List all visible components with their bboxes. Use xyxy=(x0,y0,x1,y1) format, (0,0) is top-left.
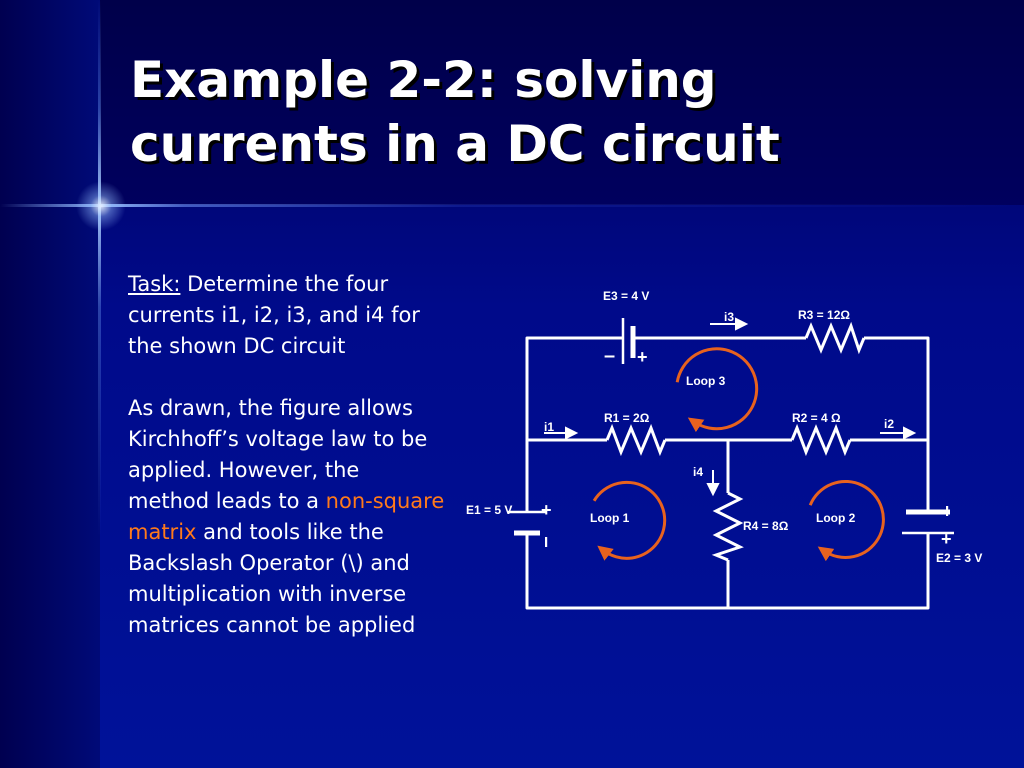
vertical-light-flare xyxy=(98,0,101,768)
light-flare-glow xyxy=(76,181,126,231)
resistor-r1 xyxy=(605,423,667,457)
circuit-labels: E3 = 4 V R3 = 12Ω i3 Loop 3 R1 = 2Ω R2 =… xyxy=(466,289,982,565)
e1-label: E1 = 5 V xyxy=(466,503,512,517)
task-label: Task: xyxy=(128,272,181,296)
i1-label: i1 xyxy=(544,420,554,434)
loop-3-arrow xyxy=(675,347,759,433)
e1-minus-bar: I xyxy=(544,534,548,551)
circuit-wires xyxy=(525,336,930,610)
loop-2-arrow xyxy=(808,479,885,562)
polarity-marks: – + + I I + xyxy=(541,345,952,551)
e2-plus-sign: + xyxy=(941,529,952,549)
wire-top-right xyxy=(864,336,930,440)
loop-3-label: Loop 3 xyxy=(686,374,726,388)
i4-arrow-head xyxy=(706,483,720,497)
i2-label: i2 xyxy=(884,417,894,431)
e3-plus-sign: + xyxy=(637,347,648,367)
e3-minus-sign: – xyxy=(604,345,615,367)
battery-e1 xyxy=(508,510,546,536)
e1-plus-sign: + xyxy=(541,500,552,520)
loop-1-arrow xyxy=(592,480,667,561)
battery-e2 xyxy=(902,509,954,535)
task-text: Determine the four currents i1, i2, i3, … xyxy=(128,272,420,358)
title-line-1: Example 2-2: solving xyxy=(130,51,717,109)
resistors xyxy=(605,321,866,562)
r2-label: R2 = 4 Ω xyxy=(792,411,841,425)
i3-arrow-head xyxy=(735,317,749,331)
r4-label: R4 = 8Ω xyxy=(743,519,789,533)
i1-arrow-head xyxy=(565,426,579,440)
i4-label: i4 xyxy=(693,465,703,479)
resistor-r3 xyxy=(804,321,866,355)
wire-top-left xyxy=(525,336,623,440)
method-text-after: and tools like the Backslash Operator (\… xyxy=(128,520,416,637)
loop-1-label: Loop 1 xyxy=(590,511,630,525)
resistor-r2 xyxy=(790,423,852,457)
i3-label: i3 xyxy=(724,310,734,324)
i2-arrow-head xyxy=(903,426,917,440)
body-text: Task: Determine the four currents i1, i2… xyxy=(128,269,446,641)
resistor-r4 xyxy=(711,491,744,562)
e2-minus-bar: I xyxy=(945,503,949,520)
title-line-2: currents in a DC circuit xyxy=(130,115,780,173)
paragraph-gap xyxy=(128,362,446,393)
header-band-decoration xyxy=(100,0,1024,205)
wire-e2-bottom xyxy=(728,533,930,610)
r3-label: R3 = 12Ω xyxy=(798,308,850,322)
loop-arrows xyxy=(592,347,885,562)
current-arrows xyxy=(544,317,917,497)
e2-label: E2 = 3 V xyxy=(936,551,982,565)
left-panel-decoration xyxy=(0,0,100,768)
task-paragraph: Task: Determine the four currents i1, i2… xyxy=(128,269,446,362)
non-square-matrix-highlight: non-square matrix xyxy=(128,489,445,544)
slide-title: Example 2-2: solving currents in a DC ci… xyxy=(130,48,990,176)
loop-2-label: Loop 2 xyxy=(816,511,856,525)
battery-e3 xyxy=(621,318,636,364)
method-paragraph: As drawn, the figure allows Kirchhoff’s … xyxy=(128,393,446,641)
method-text-before: As drawn, the figure allows Kirchhoff’s … xyxy=(128,396,428,513)
r1-label: R1 = 2Ω xyxy=(604,411,650,425)
horizontal-light-flare xyxy=(0,204,1024,207)
e3-label: E3 = 4 V xyxy=(603,289,649,303)
circuit-diagram: E3 = 4 V R3 = 12Ω i3 Loop 3 R1 = 2Ω R2 =… xyxy=(466,289,982,610)
wire-e1-bottom xyxy=(525,533,728,610)
